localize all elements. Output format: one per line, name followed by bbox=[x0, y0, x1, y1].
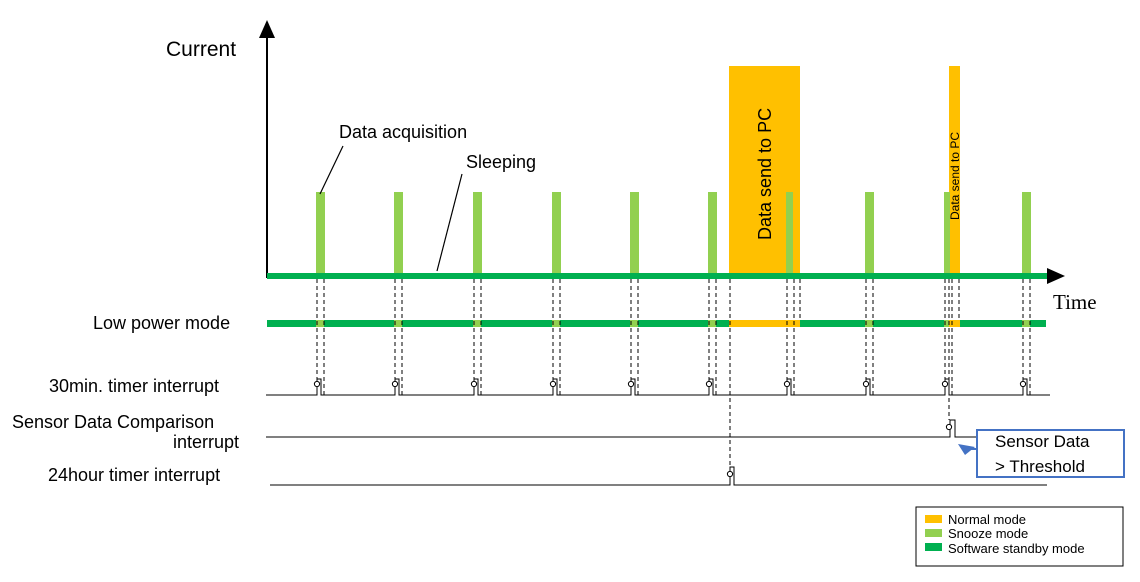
legend-box bbox=[915, 506, 1124, 567]
legend-label-normal: Normal mode bbox=[948, 512, 1026, 527]
timer30-marker-3 bbox=[470, 380, 478, 388]
low-power-snooze-10 bbox=[1022, 320, 1030, 327]
callout-box bbox=[976, 429, 1125, 478]
x-axis-standby-line bbox=[267, 273, 1047, 279]
low-power-segments bbox=[316, 320, 1030, 327]
annotation-sleeping-leader bbox=[436, 173, 463, 272]
callout-line-1: Sensor Data bbox=[995, 432, 1090, 451]
burst-label-threshold: Data send to PC bbox=[948, 132, 962, 220]
low-power-snooze-8 bbox=[865, 320, 873, 327]
low-power-snooze-overlap bbox=[944, 320, 949, 327]
timer30-marker-4 bbox=[549, 380, 557, 388]
timer30-marker-8 bbox=[862, 380, 870, 388]
snooze-pulse-overlap-1 bbox=[786, 192, 793, 279]
snooze-pulse-overlap-2 bbox=[944, 192, 950, 279]
threshold-send-burst bbox=[949, 66, 960, 279]
low-power-snooze-1 bbox=[316, 320, 324, 327]
timer30-marker-6 bbox=[705, 380, 713, 388]
row-label-comparison-1: Sensor Data Comparison bbox=[12, 412, 214, 432]
snooze-pulse-6 bbox=[708, 192, 717, 279]
row-label-low-power: Low power mode bbox=[93, 313, 230, 333]
timer30-marker-9 bbox=[941, 380, 949, 388]
row-label-timer30: 30min. timer interrupt bbox=[49, 376, 219, 396]
row-label-comparison-2: interrupt bbox=[173, 432, 239, 452]
low-power-snooze-2 bbox=[394, 320, 402, 327]
timer30-markers bbox=[313, 380, 1027, 388]
y-axis-arrow bbox=[259, 20, 275, 38]
legend-label-snooze: Snooze mode bbox=[948, 526, 1028, 541]
snooze-pulse-2 bbox=[394, 192, 403, 279]
timer30-marker-10 bbox=[1019, 380, 1027, 388]
comparison-marker bbox=[945, 423, 953, 431]
snooze-pulse-1 bbox=[316, 192, 325, 279]
low-power-standby-bar bbox=[267, 320, 1046, 327]
timer30-marker-2 bbox=[391, 380, 399, 388]
x-axis-label: Time bbox=[1053, 290, 1097, 314]
timer24-marker bbox=[726, 470, 734, 478]
annotation-acquisition: Data acquisition bbox=[339, 122, 467, 142]
low-power-normal-daily bbox=[729, 320, 800, 327]
y-axis-label: Current bbox=[166, 38, 236, 61]
callout-line-2: > Threshold bbox=[995, 457, 1085, 476]
snooze-pulse-4 bbox=[552, 192, 561, 279]
snooze-pulse-8 bbox=[1022, 192, 1031, 279]
comparison-signal bbox=[266, 419, 1047, 438]
annotation-acquisition-leader bbox=[319, 145, 344, 195]
legend-label-standby: Software standby mode bbox=[948, 541, 1085, 556]
legend-swatch-standby bbox=[925, 543, 942, 551]
burst-label-daily: Data send to PC bbox=[755, 108, 775, 240]
legend-swatch-normal bbox=[925, 515, 942, 523]
dashed-guide-lines bbox=[316, 279, 1031, 470]
x-axis-arrow bbox=[1047, 268, 1065, 284]
low-power-snooze-6 bbox=[708, 320, 716, 327]
legend-swatch-snooze bbox=[925, 529, 942, 537]
snooze-pulse-5 bbox=[630, 192, 639, 279]
snooze-pulse-3 bbox=[473, 192, 482, 279]
timer30-marker-1 bbox=[313, 380, 321, 388]
timer30-signal bbox=[266, 378, 1050, 396]
timer30-marker-7 bbox=[783, 380, 791, 388]
timer24-signal bbox=[270, 466, 1047, 486]
snooze-pulse-7 bbox=[865, 192, 874, 279]
low-power-normal-threshold bbox=[949, 320, 960, 327]
low-power-snooze-3 bbox=[473, 320, 481, 327]
low-power-snooze-5 bbox=[630, 320, 638, 327]
snooze-pulses bbox=[316, 192, 1031, 279]
row-label-timer24: 24hour timer interrupt bbox=[48, 465, 220, 485]
annotation-sleeping: Sleeping bbox=[466, 152, 536, 172]
low-power-snooze-4 bbox=[552, 320, 560, 327]
timer30-marker-5 bbox=[627, 380, 635, 388]
